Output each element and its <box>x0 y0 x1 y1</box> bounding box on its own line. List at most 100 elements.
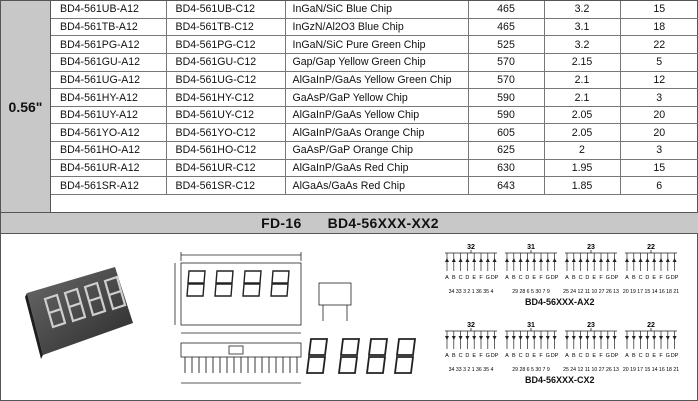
segment-label: E <box>532 275 536 281</box>
diode-symbol-icon <box>652 336 657 340</box>
segment-label: A <box>625 275 629 281</box>
diode-symbol-icon <box>472 336 477 340</box>
diode-symbol-icon <box>599 336 603 340</box>
cathode-part-cell: BD4-561SR-C12 <box>166 176 286 195</box>
segment-label: E <box>652 353 656 359</box>
cathode-part-cell: BD4-561PG-C12 <box>166 35 286 55</box>
segment-label: A <box>505 353 509 359</box>
diode-symbol-icon <box>565 336 569 340</box>
anode-part-cell: BD4-561HO-A12 <box>51 141 167 160</box>
diode-symbol-icon <box>552 336 557 340</box>
segment-label: C <box>459 353 463 359</box>
anode-part-cell: BD4-561TB-A12 <box>51 18 167 37</box>
segment-label: C <box>459 275 463 281</box>
segment-label: DP <box>611 275 619 281</box>
segment-label: G <box>666 275 670 281</box>
anode-part-cell: BD4-561UB-A12 <box>51 1 167 19</box>
diode-symbol-icon <box>451 336 456 340</box>
segment-label: C <box>519 275 523 281</box>
diode-symbol-icon <box>592 258 597 262</box>
diode-symbol-icon <box>525 336 530 340</box>
cathode-part-cell: BD4-561UR-C12 <box>166 159 286 178</box>
series-code: BD4-56XXX-XX2 <box>327 215 439 231</box>
pin-number-row: 20 19 17 15 14 16 18 21 <box>623 289 679 295</box>
anode-part-cell: BD4-561YO-A12 <box>51 123 167 143</box>
diode-symbol-icon <box>532 336 537 340</box>
diode-symbol-icon <box>605 258 610 262</box>
diode-symbol-icon <box>625 258 629 262</box>
segment-label: D <box>525 275 529 281</box>
forward-voltage-cell: 1.85 <box>544 176 621 195</box>
segment-label: C <box>579 353 583 359</box>
anode-part-cell: BD4-561PG-A12 <box>51 35 167 55</box>
segment-label: A <box>445 353 449 359</box>
segment-label: D <box>465 353 469 359</box>
diode-symbol-icon <box>532 258 537 262</box>
segment-label: C <box>639 353 643 359</box>
diode-symbol-icon <box>525 258 530 262</box>
diode-symbol-icon <box>445 336 449 340</box>
diode-symbol-icon <box>578 258 583 262</box>
luminous-intensity-cell: 5 <box>620 53 698 72</box>
diode-symbol-icon <box>539 336 543 340</box>
luminous-intensity-cell: 22 <box>620 35 698 55</box>
diode-symbol-icon <box>578 336 583 340</box>
diode-symbol-icon <box>631 336 636 340</box>
luminous-intensity-cell: 15 <box>620 159 698 178</box>
anode-part-cell: BD4-561UY-A12 <box>51 106 167 125</box>
cathode-part-cell: BD4-561YO-C12 <box>166 123 286 143</box>
digit-number-label: 32 <box>467 322 475 329</box>
cathode-part-cell: BD4-561TB-C12 <box>166 18 286 37</box>
segment-label: F <box>599 353 603 359</box>
display-size-cell: 0.56" <box>1 1 51 212</box>
diode-symbol-icon <box>492 258 497 262</box>
segment-label: C <box>519 353 523 359</box>
diode-symbol-icon <box>665 336 670 340</box>
diode-symbol-icon <box>599 258 603 262</box>
forward-voltage-cell: 2 <box>544 141 621 160</box>
chip-type-cell: GaAsP/GaP Yellow Chip <box>285 88 469 107</box>
segment-label: D <box>525 353 529 359</box>
segment-label: B <box>452 353 456 359</box>
forward-voltage-cell: 1.95 <box>544 159 621 178</box>
segment-label: F <box>479 275 483 281</box>
segment-label: E <box>532 353 536 359</box>
cathode-part-cell: BD4-561HO-C12 <box>166 141 286 160</box>
segment-label: A <box>625 353 629 359</box>
diode-symbol-icon <box>652 258 657 262</box>
pin-diagram-caption-a: BD4-56XXX-AX2 <box>525 297 595 307</box>
segment-label: F <box>539 353 543 359</box>
diode-symbol-icon <box>672 258 677 262</box>
segment-label: F <box>659 275 663 281</box>
segment-label: C <box>639 275 643 281</box>
wavelength-cell: 570 <box>468 53 545 72</box>
diode-symbol-icon <box>472 258 477 262</box>
segment-label: B <box>512 353 516 359</box>
diode-symbol-icon <box>571 336 576 340</box>
wavelength-cell: 590 <box>468 106 545 125</box>
segment-label: DP <box>551 353 559 359</box>
diode-symbol-icon <box>505 258 509 262</box>
display-size-label: 0.56" <box>8 98 43 115</box>
diode-symbol-icon <box>539 258 543 262</box>
cathode-part-cell: BD4-561GU-C12 <box>166 53 286 72</box>
chip-type-cell: GaAsP/GaP Orange Chip <box>285 141 469 160</box>
segment-label: A <box>505 275 509 281</box>
diode-symbol-icon <box>552 258 557 262</box>
pin-number-row: 25 24 12 11 10 27 26 13 <box>563 367 619 373</box>
segment-label: E <box>592 353 596 359</box>
segment-label: F <box>599 275 603 281</box>
chip-type-cell: AlGaInP/GaAs Orange Chip <box>285 123 469 143</box>
diode-symbol-icon <box>445 258 449 262</box>
diode-symbol-icon <box>605 336 610 340</box>
luminous-intensity-cell: 18 <box>620 18 698 37</box>
diode-symbol-icon <box>465 336 470 340</box>
diode-symbol-icon <box>585 336 590 340</box>
luminous-intensity-cell: 3 <box>620 88 698 107</box>
wavelength-cell: 570 <box>468 71 545 90</box>
